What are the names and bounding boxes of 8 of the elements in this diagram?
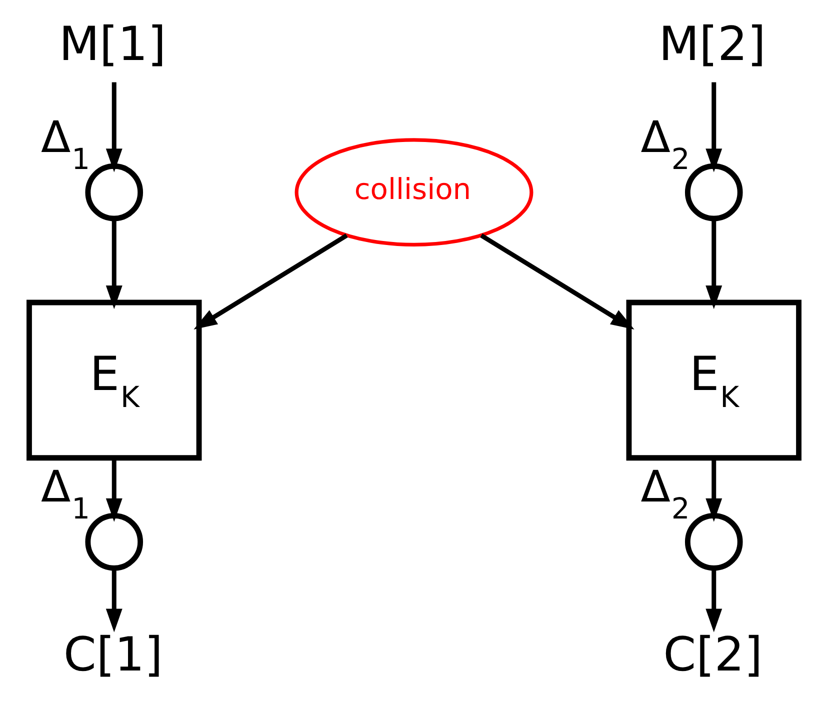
node-label: Δ$_{1}$ xyxy=(40,113,90,176)
node-label: Δ$_{2}$ xyxy=(640,462,690,526)
node-text: C[1] xyxy=(64,628,163,683)
node-text: M[1] xyxy=(59,17,166,72)
node-label: Δ$_{1}$ xyxy=(40,462,90,526)
node-label: Δ$_{2}$ xyxy=(640,113,690,176)
node-text: M[2] xyxy=(658,17,766,72)
node-text: C[2] xyxy=(663,628,763,683)
